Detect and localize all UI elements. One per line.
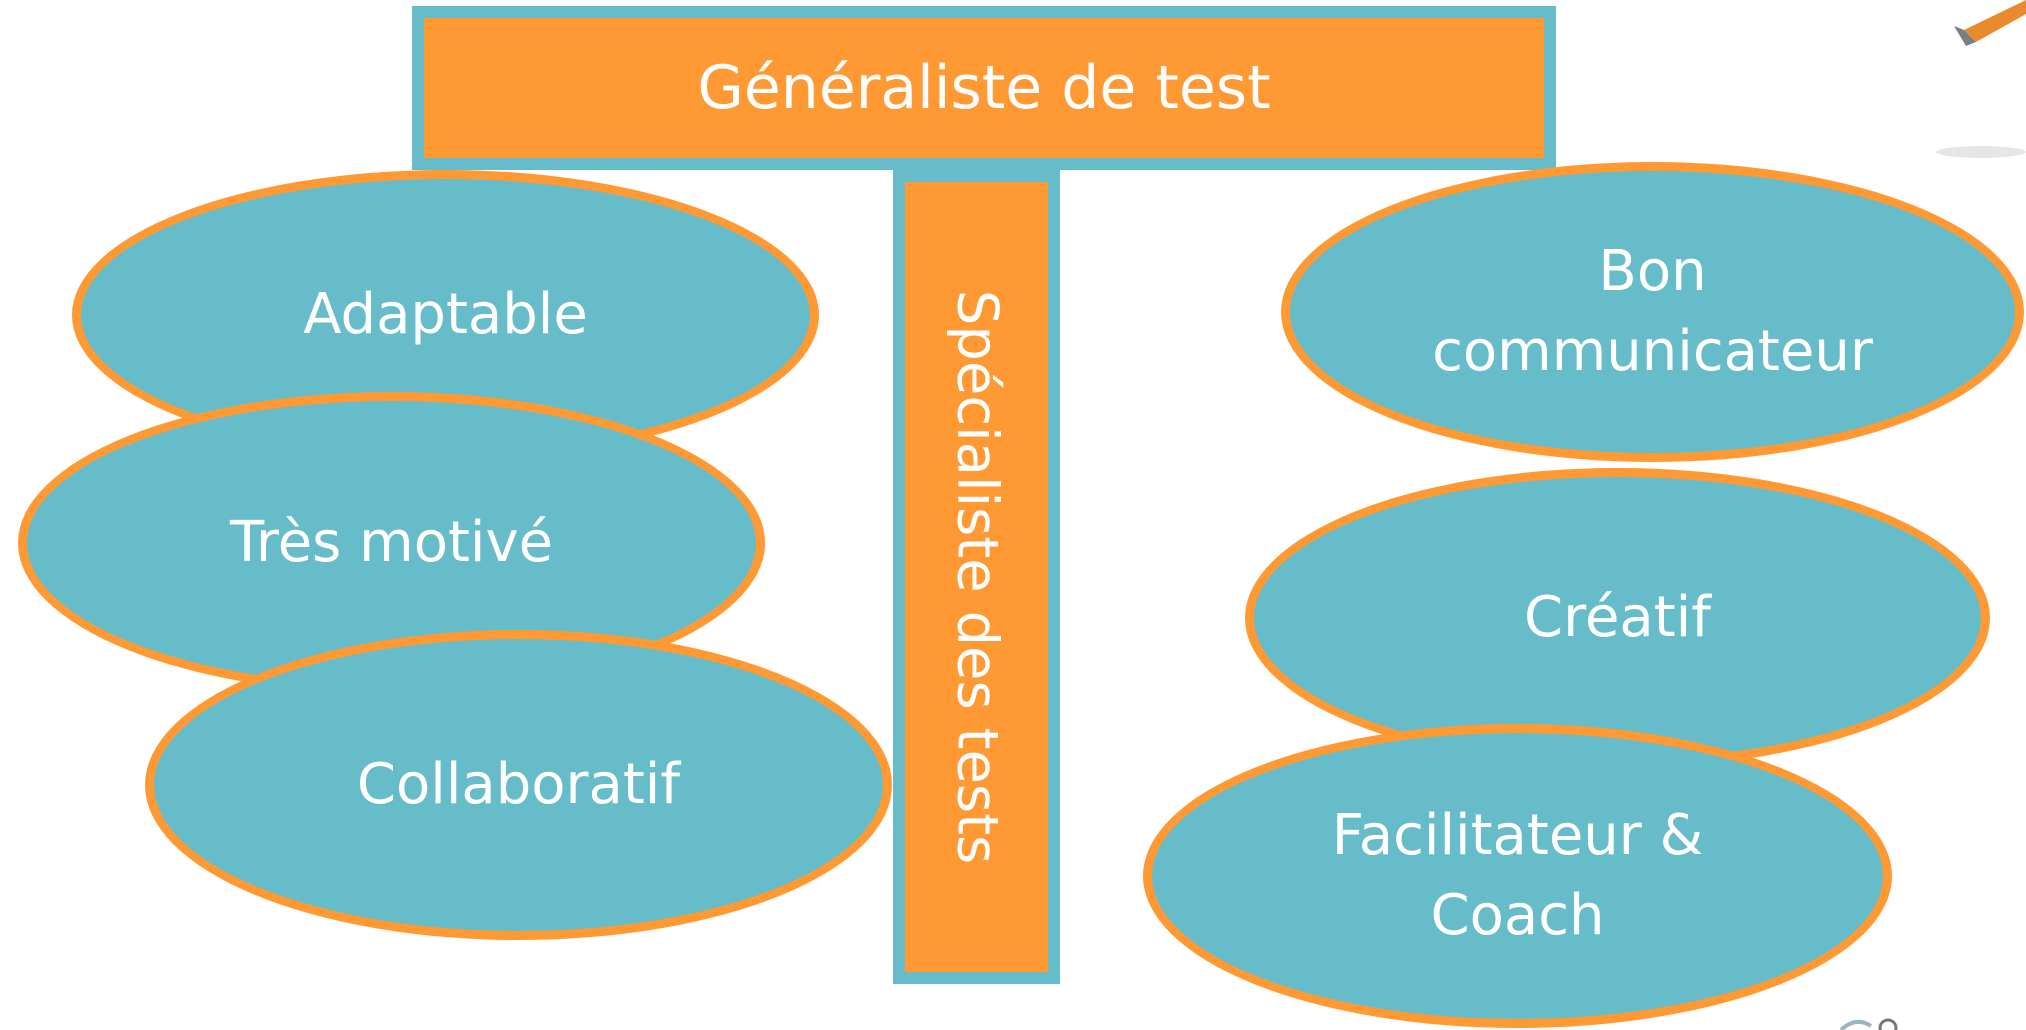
- trait-oval-bon-communicateur: Bon communicateur: [1281, 162, 2024, 462]
- generalist-label: Généraliste de test: [697, 53, 1271, 123]
- specialist-bar: Spécialiste des tests: [893, 170, 1060, 984]
- trait-oval-collaboratif: Collaboratif: [145, 630, 892, 940]
- pencil-icon: [1954, 0, 2026, 46]
- specialist-label: Spécialiste des tests: [944, 289, 1009, 865]
- trait-label: Créatif: [1524, 585, 1711, 650]
- trait-label: Facilitateur & Coach: [1331, 803, 1704, 948]
- trait-oval-facilitateur-coach: Facilitateur & Coach: [1143, 724, 1892, 1028]
- pencil-shadow: [1936, 146, 2026, 158]
- trait-label: Très motivé: [229, 510, 554, 575]
- trait-oval-creatif: Créatif: [1245, 468, 1990, 768]
- trait-label: Adaptable: [303, 282, 588, 347]
- trait-label: Bon communicateur: [1432, 239, 1873, 384]
- trait-label: Collaboratif: [356, 752, 681, 817]
- generalist-bar: Généraliste de test: [412, 6, 1556, 170]
- decorative-corner-icon: [1839, 1018, 1898, 1030]
